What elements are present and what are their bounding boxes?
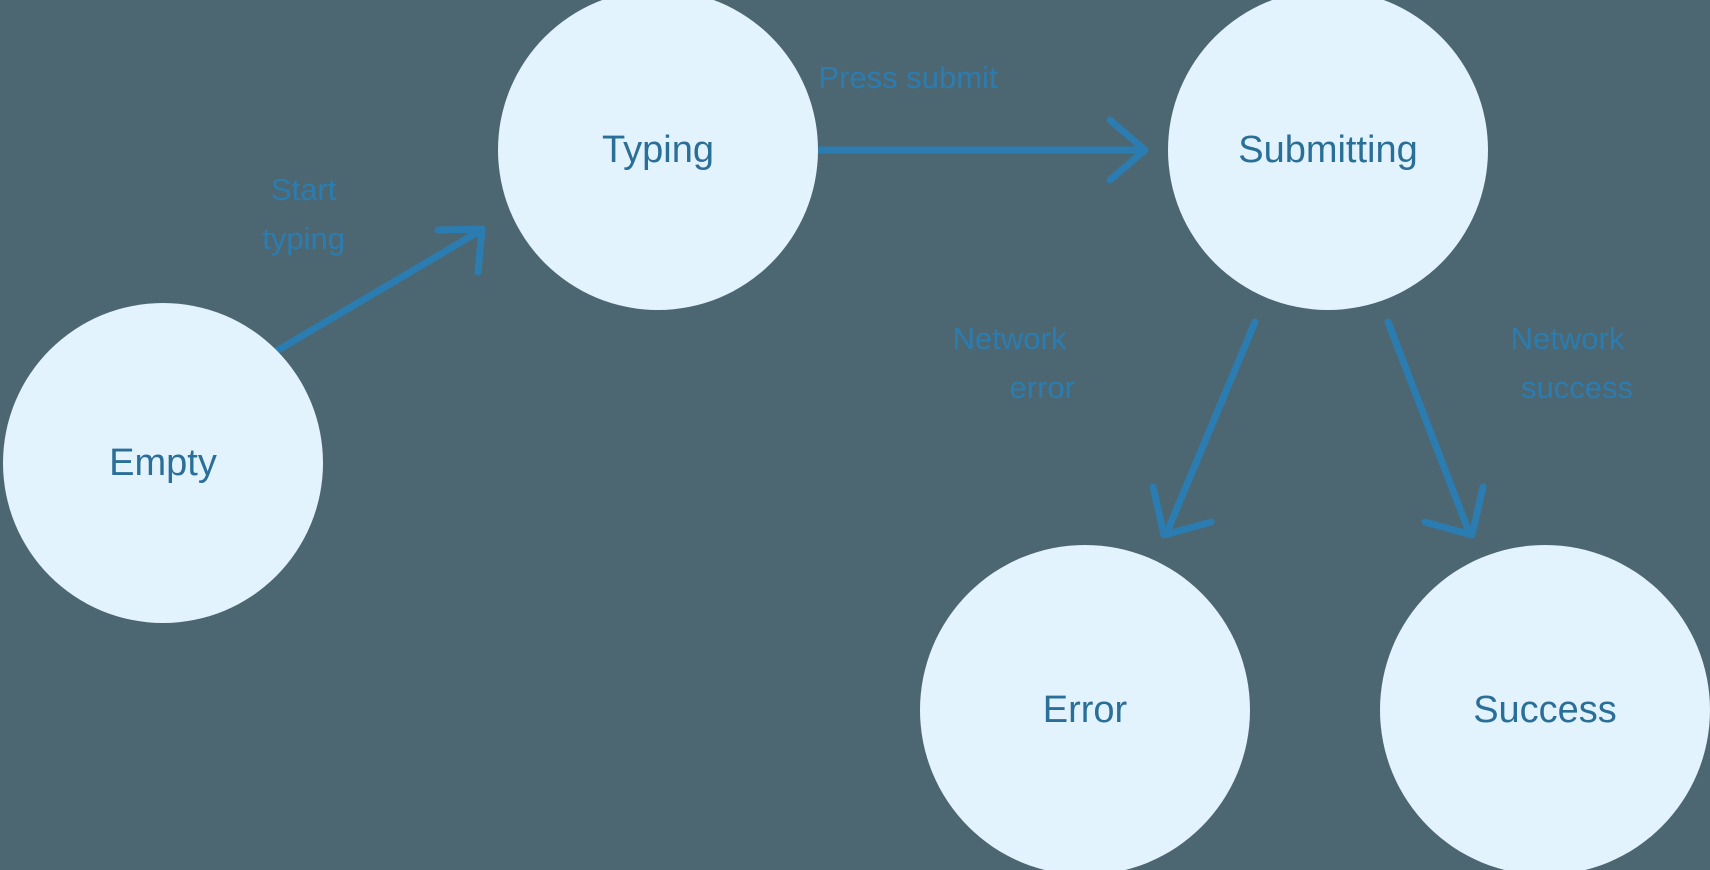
node-label-typing: Typing <box>602 129 714 171</box>
node-label-empty: Empty <box>109 442 217 484</box>
node-empty[interactable]: Empty <box>3 303 323 623</box>
edge-label-line: Network <box>953 321 1067 356</box>
node-circle-empty <box>3 303 323 623</box>
arrowhead-empty-to-typing <box>434 225 486 276</box>
node-label-success: Success <box>1473 689 1617 731</box>
node-typing[interactable]: Typing <box>498 0 818 310</box>
edge-label-submitting-to-error: Network error <box>953 313 1075 405</box>
node-label-submitting: Submitting <box>1238 129 1418 171</box>
edge-label-line: Start <box>271 172 337 207</box>
edge-line-empty-to-typing <box>269 228 482 357</box>
node-submitting[interactable]: Submitting <box>1168 0 1488 310</box>
node-success[interactable]: Success <box>1380 545 1710 870</box>
edge-label-line: Network <box>1511 321 1625 356</box>
node-circle-typing <box>498 0 818 310</box>
arrowhead-submitting-to-error <box>1149 483 1215 539</box>
edge-label-empty-to-typing: Start typing <box>262 164 345 256</box>
edge-label-submitting-to-success: Network success <box>1511 313 1633 405</box>
node-label-error: Error <box>1043 689 1128 731</box>
edge-label-line: Press submit <box>818 60 998 95</box>
node-circle-error <box>920 545 1250 870</box>
edge-line-submitting-to-success <box>1384 318 1473 536</box>
edge-label-line: error <box>1010 370 1075 405</box>
node-error[interactable]: Error <box>920 545 1250 870</box>
edge-typing-to-submitting[interactable]: Press submit <box>768 60 1149 184</box>
edge-empty-to-typing[interactable]: Start typing <box>262 164 486 357</box>
arrowhead-submitting-to-success <box>1421 483 1487 539</box>
arrowhead-typing-to-submitting <box>1106 116 1149 184</box>
edge-label-line: success <box>1521 370 1633 405</box>
node-circle-submitting <box>1168 0 1488 310</box>
edge-submitting-to-error[interactable]: Network error <box>953 313 1259 539</box>
edge-label-typing-to-submitting: Press submit <box>818 60 998 95</box>
edge-submitting-to-success[interactable]: Network success <box>1384 313 1633 539</box>
edge-line-submitting-to-error <box>1163 318 1259 536</box>
edge-label-line: typing <box>262 221 345 256</box>
node-circle-success <box>1380 545 1710 870</box>
